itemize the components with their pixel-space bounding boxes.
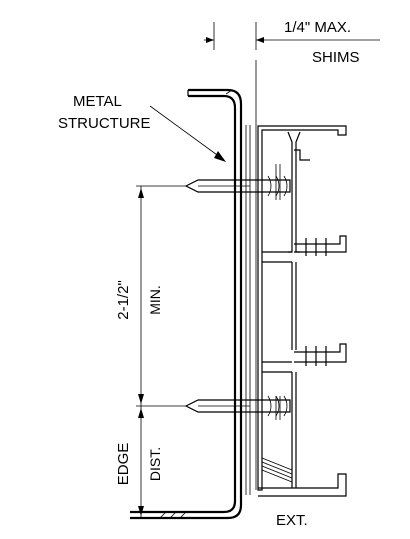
fastener-lower <box>184 395 291 417</box>
metal-label-line1: METAL <box>73 93 122 110</box>
shims-label: SHIMS <box>312 49 360 66</box>
metal-structure <box>130 60 257 520</box>
edge-label: EDGE <box>115 443 132 486</box>
edge-distance-dimension: EDGE DIST. <box>115 443 163 486</box>
exterior-label: EXT. <box>276 512 308 529</box>
dimension-min-label: MIN. <box>147 285 163 315</box>
metal-label-line2: STRUCTURE <box>58 115 151 132</box>
frame-extrusion <box>257 125 347 497</box>
dist-label: DIST. <box>147 447 163 481</box>
metal-structure-callout: METAL STRUCTURE <box>58 93 226 162</box>
dimension-value-label: 2-1/2" <box>115 280 132 320</box>
max-dimension-label: 1/4" MAX. <box>284 19 351 36</box>
fastener-upper <box>184 175 291 197</box>
shim-gap-dimension: 1/4" MAX. SHIMS <box>204 19 380 66</box>
min-dimension: 2-1/2" MIN. <box>115 185 186 518</box>
